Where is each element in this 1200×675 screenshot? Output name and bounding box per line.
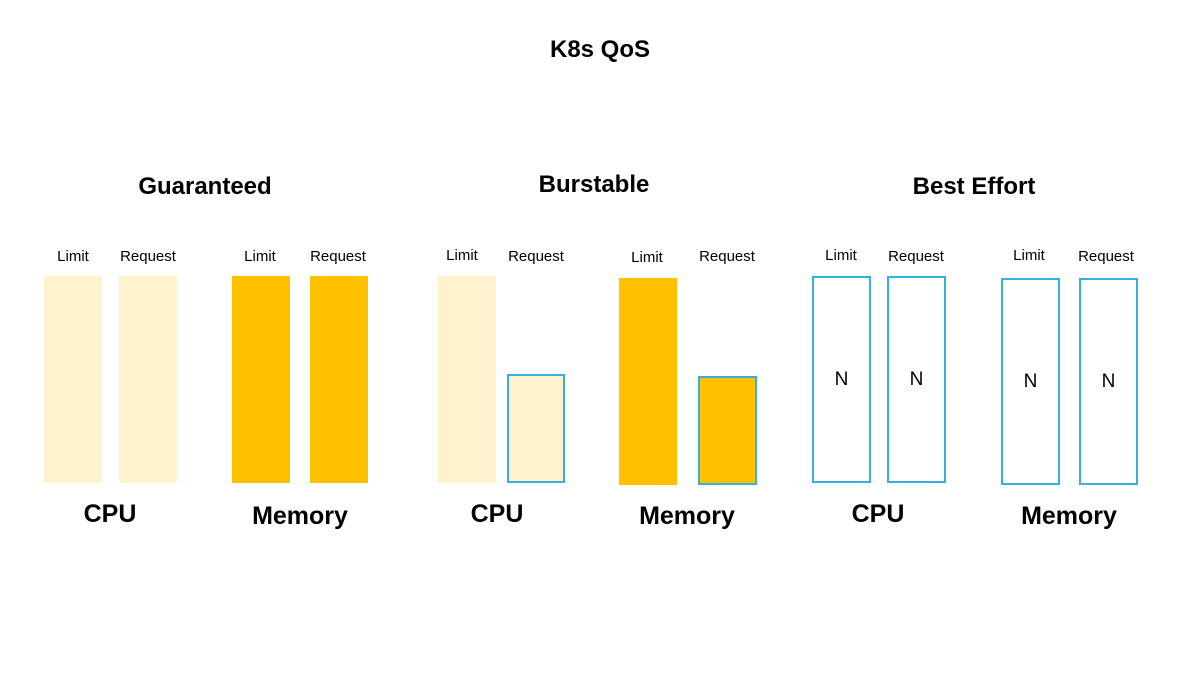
bar-value-n: N xyxy=(1101,370,1116,392)
bar-label-limit: Limit xyxy=(244,248,276,265)
bar-label-limit: Limit xyxy=(446,247,478,264)
best-effort-cpu-request-bar: N xyxy=(887,276,946,483)
resource-label-memory: Memory xyxy=(252,502,348,530)
burstable-cpu-request-bar xyxy=(507,374,565,483)
bar-value-n: N xyxy=(1023,370,1038,392)
bar-label-limit: Limit xyxy=(1013,247,1045,264)
bar-label-request: Request xyxy=(120,248,176,265)
bar-label-request: Request xyxy=(888,248,944,265)
bar-value-n: N xyxy=(834,368,849,390)
resource-label-memory: Memory xyxy=(639,502,735,530)
guaranteed-memory-request-bar xyxy=(310,276,368,483)
resource-label-memory: Memory xyxy=(1021,502,1117,530)
burstable-memory-limit-bar xyxy=(619,278,677,485)
class-title-burstable: Burstable xyxy=(538,171,650,198)
class-title-guaranteed: Guaranteed xyxy=(138,173,272,200)
resource-label-cpu: CPU xyxy=(470,500,524,528)
bar-label-limit: Limit xyxy=(631,249,663,266)
bar-label-request: Request xyxy=(699,248,755,265)
bar-label-limit: Limit xyxy=(825,247,857,264)
bar-label-request: Request xyxy=(310,248,366,265)
best-effort-memory-limit-bar: N xyxy=(1001,278,1060,485)
guaranteed-cpu-limit-bar xyxy=(44,276,102,483)
bar-label-request: Request xyxy=(1078,248,1134,265)
best-effort-memory-request-bar: N xyxy=(1079,278,1138,485)
bar-label-request: Request xyxy=(508,248,564,265)
class-title-best-effort: Best Effort xyxy=(912,173,1036,200)
bar-value-n: N xyxy=(909,368,924,390)
best-effort-cpu-limit-bar: N xyxy=(812,276,871,483)
guaranteed-memory-limit-bar xyxy=(232,276,290,483)
page-title: K8s QoS xyxy=(549,36,651,63)
resource-label-cpu: CPU xyxy=(83,500,137,528)
burstable-cpu-limit-bar xyxy=(438,276,496,483)
guaranteed-cpu-request-bar xyxy=(119,276,177,483)
burstable-memory-request-bar xyxy=(698,376,757,485)
resource-label-cpu: CPU xyxy=(851,500,905,528)
bar-label-limit: Limit xyxy=(57,248,89,265)
